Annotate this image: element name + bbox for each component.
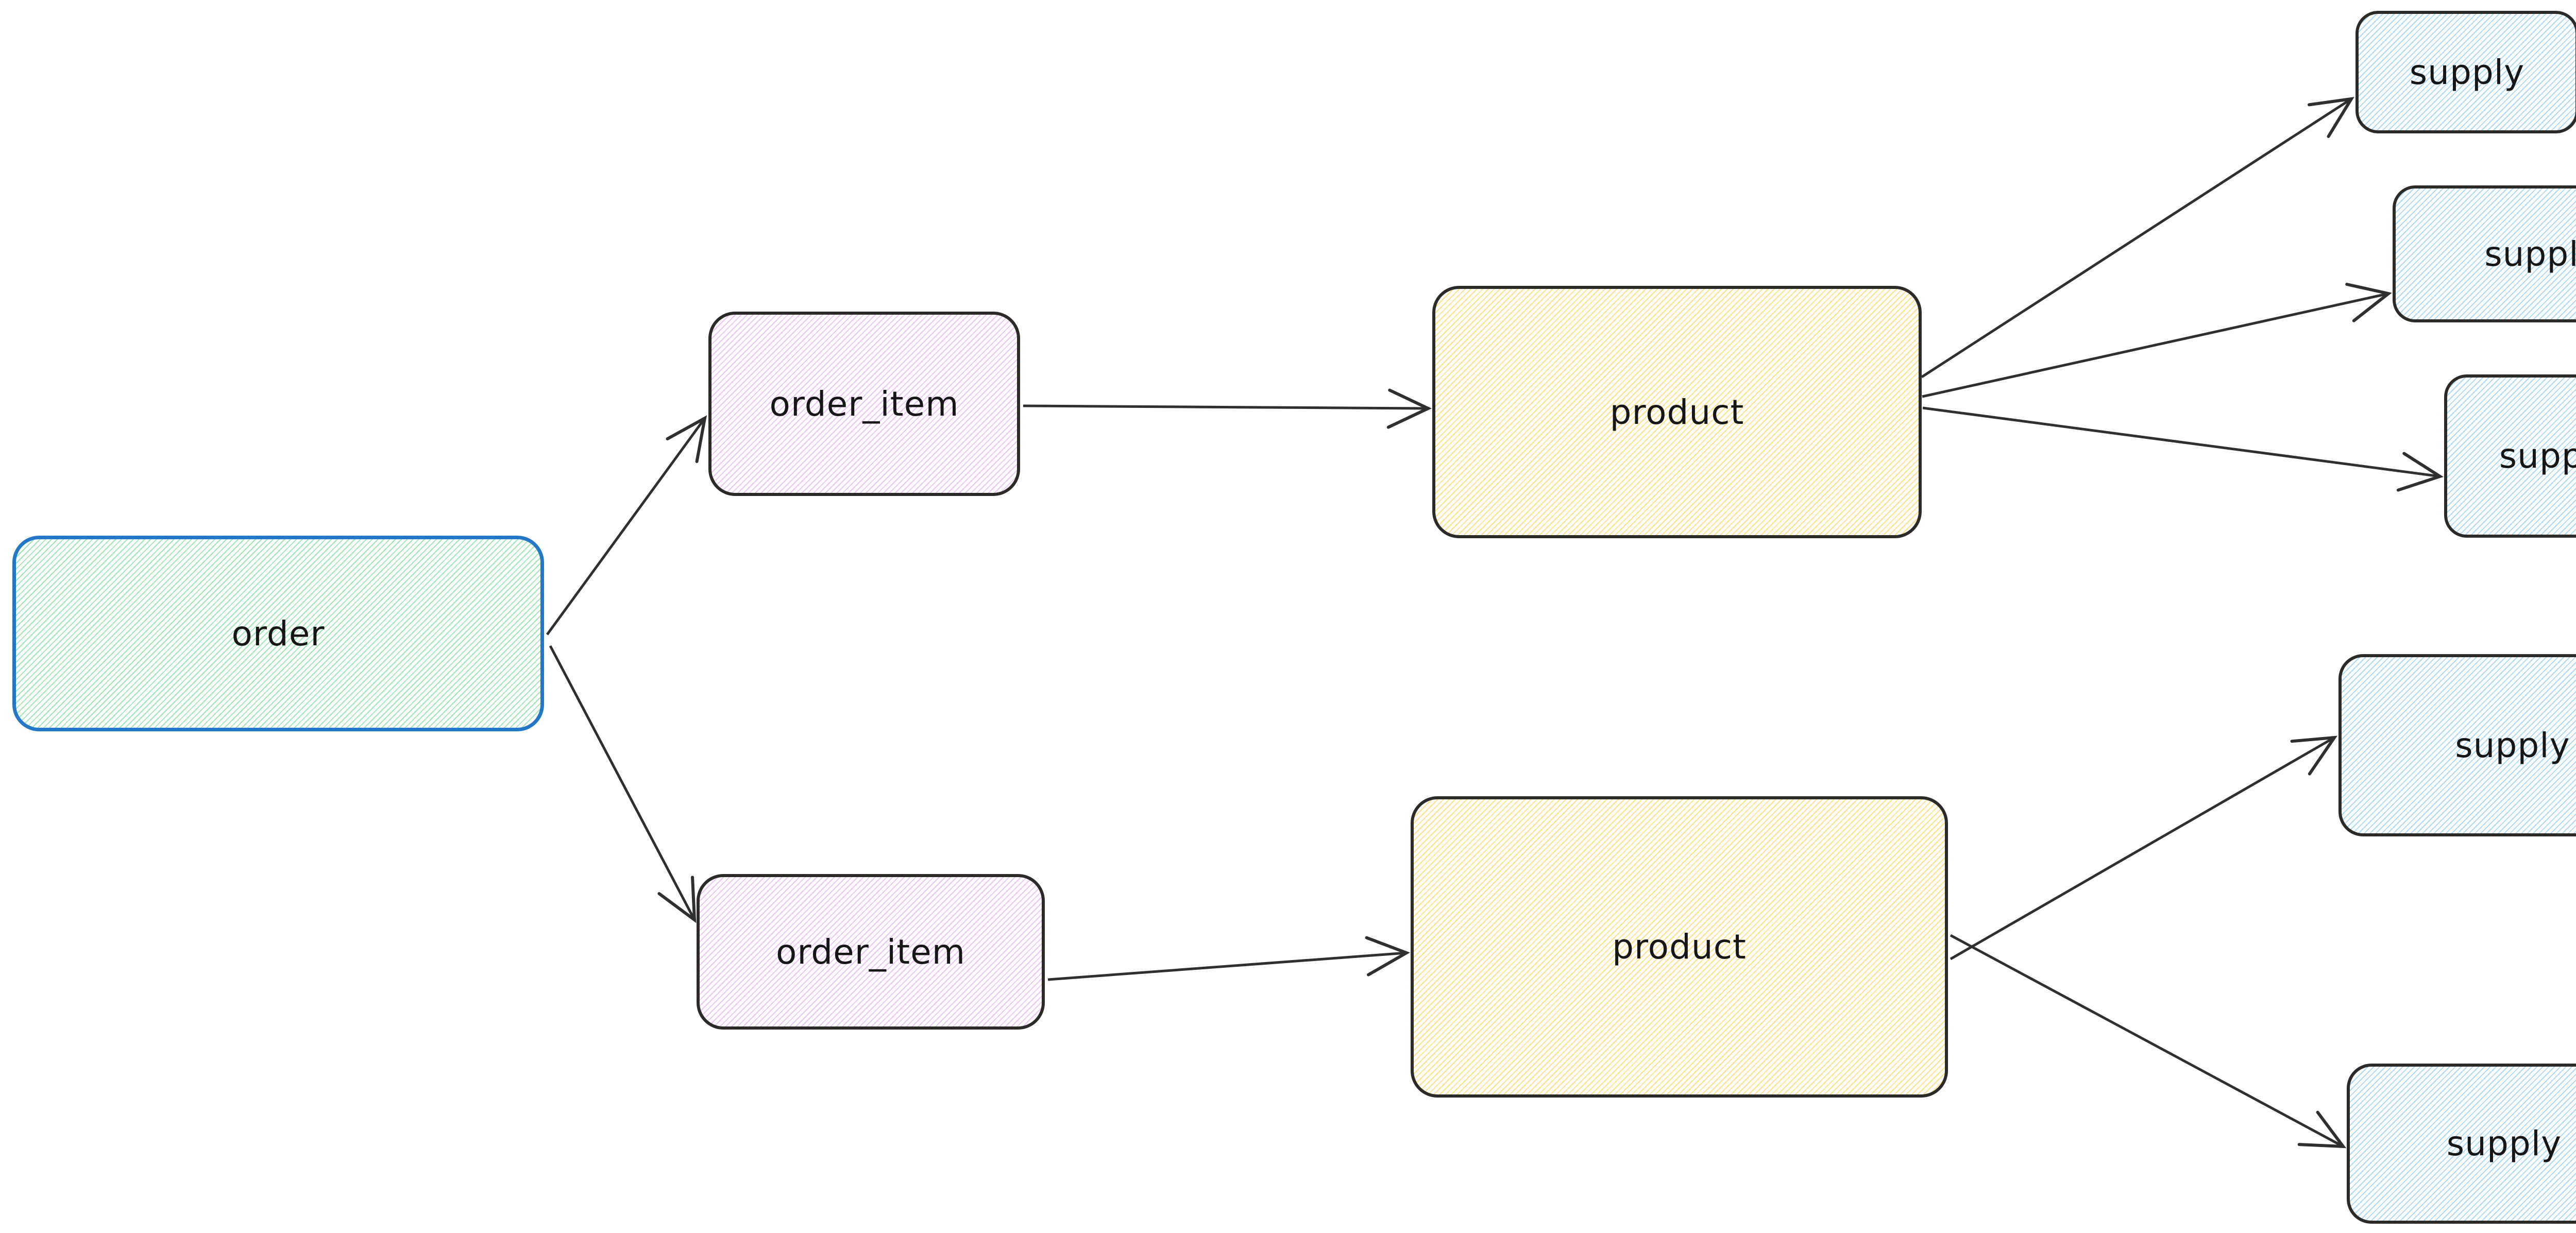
arrow-product-top-to-supply-2 bbox=[1922, 283, 2392, 398]
node-order-item-bottom-label: order_item bbox=[775, 932, 966, 972]
node-product-bottom: product bbox=[1411, 796, 1948, 1098]
node-supply-5-label: supply bbox=[2446, 1124, 2562, 1163]
node-supply-4: supply bbox=[2338, 654, 2576, 836]
arrow-product-top-to-supply-1 bbox=[1921, 97, 2354, 379]
arrow-product-top-to-supply-3 bbox=[1922, 406, 2444, 492]
arrow-order-to-order-item-top bbox=[546, 415, 707, 636]
node-product-top-label: product bbox=[1609, 392, 1744, 432]
node-supply-3: supply bbox=[2444, 374, 2576, 538]
node-product-bottom-label: product bbox=[1612, 927, 1747, 967]
node-supply-5: supply bbox=[2347, 1064, 2576, 1224]
node-order: order bbox=[12, 536, 544, 731]
node-order-label: order bbox=[231, 613, 325, 654]
arrow-order-to-order-item-bottom bbox=[549, 645, 697, 923]
node-order-item-top: order_item bbox=[708, 312, 1020, 496]
arrow-order-item-top-to-product-top bbox=[1023, 388, 1432, 429]
node-supply-3-label: supply bbox=[2499, 436, 2576, 476]
node-order-item-top-label: order_item bbox=[769, 384, 959, 424]
node-supply-2-label: supply bbox=[2484, 234, 2576, 274]
arrow-product-bottom-to-supply-4 bbox=[1950, 735, 2338, 961]
node-supply-1-label: supply bbox=[2409, 52, 2525, 92]
node-supply-4-label: supply bbox=[2455, 725, 2570, 765]
node-supply-2: supply bbox=[2393, 185, 2576, 322]
node-order-item-bottom: order_item bbox=[697, 874, 1045, 1030]
arrow-product-bottom-to-supply-5 bbox=[1950, 934, 2347, 1149]
arrow-order-item-bottom-to-product-bottom bbox=[1047, 936, 1410, 981]
node-supply-1: supply bbox=[2355, 11, 2576, 133]
node-product-top: product bbox=[1432, 286, 1922, 538]
